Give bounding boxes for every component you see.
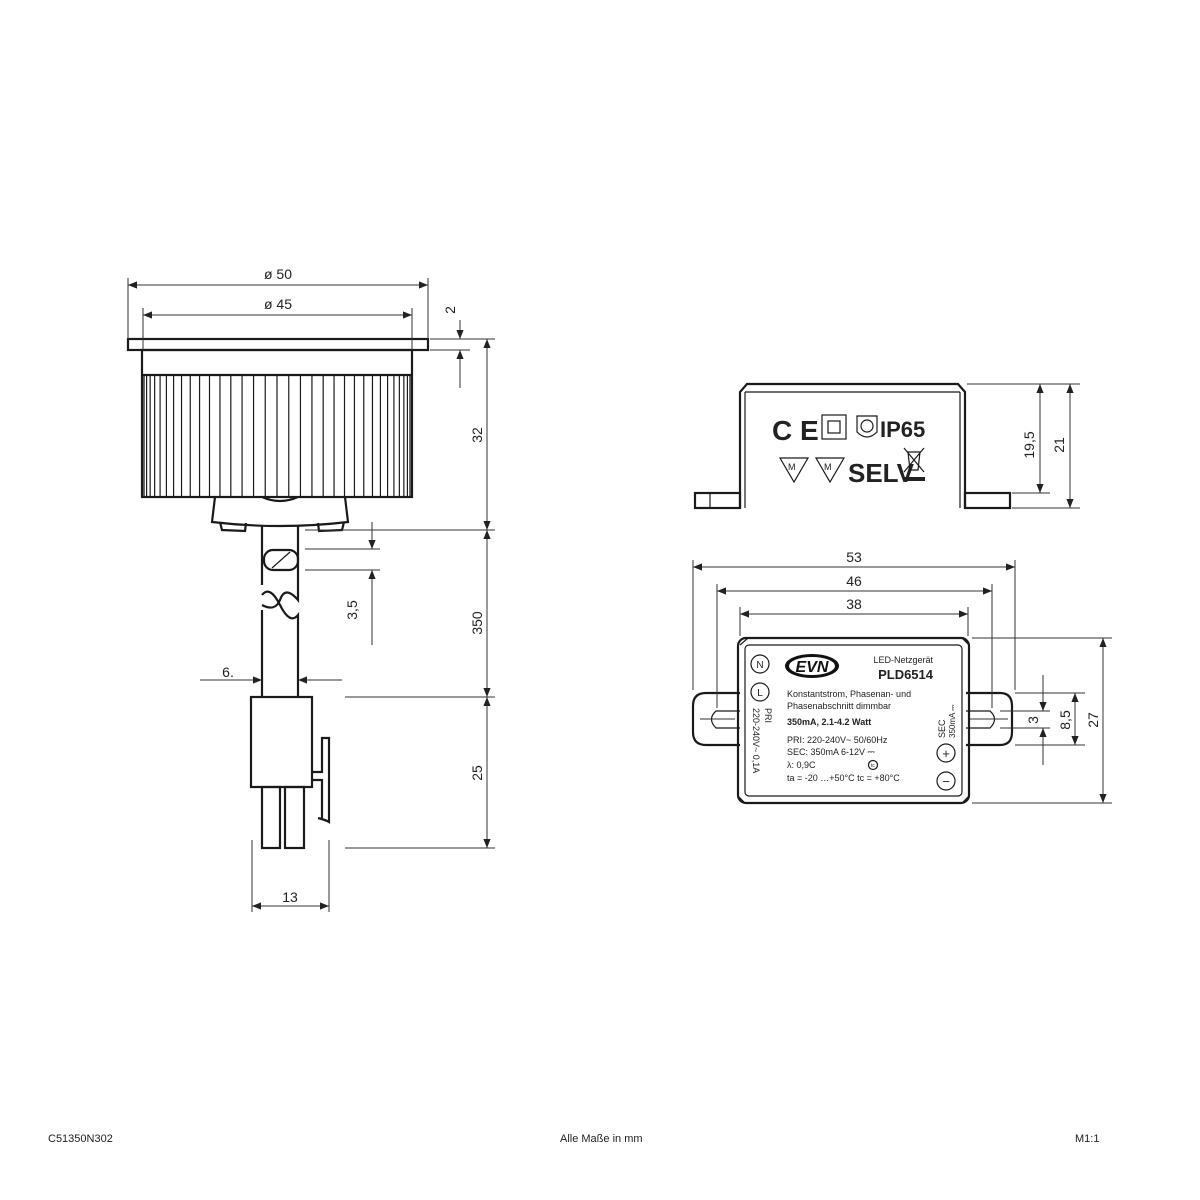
tc-mark: tc: [871, 763, 875, 769]
driver-top-view: N L + − EVN LED-Netzgerät PLD6514 Konsta…: [691, 636, 1014, 805]
pri-side-rating: 220-240V~ 0,1A: [751, 708, 761, 773]
m-mark: M: [788, 462, 796, 472]
ip-rating: IP65: [880, 417, 925, 442]
evn-logo: EVN: [785, 654, 839, 678]
dim-connector-width: 13: [282, 889, 298, 905]
selv-mark: SELV: [848, 458, 915, 488]
heatsink-fins: [141, 373, 413, 497]
driver-top-dimensions: 53 46 38 27 8,5 3: [692, 549, 1112, 804]
terminal-l: L: [757, 688, 763, 699]
drawing-code: C51350N302: [48, 1133, 113, 1145]
dim-height: 32: [469, 427, 485, 443]
m-mark: M: [824, 462, 832, 472]
temperatures: ta = -20 …+50°C tc = +80°C: [787, 773, 900, 783]
primary-spec: PRI: 220-240V~ 50/60Hz: [787, 735, 888, 745]
rating: 350mA, 2.1-4.2 Watt: [787, 717, 871, 727]
dim-height-21: 21: [1051, 437, 1067, 453]
dim-dia-outer: ø 50: [264, 266, 292, 282]
driver-side-dimensions: 19,5 21: [967, 383, 1080, 509]
dim-height-3: 3: [1025, 716, 1041, 724]
lamp-dimensions: ø 50 ø 45 2 32 350 25 3,5 6. 13: [127, 266, 495, 912]
model-number: PLD6514: [878, 667, 934, 682]
dim-height-8-5: 8,5: [1057, 710, 1073, 730]
weee-bin-icon: [903, 447, 925, 481]
description-line1: Konstantstrom, Phasenan- und: [787, 689, 911, 699]
dim-clip: 3,5: [344, 600, 360, 620]
dim-cable-dia: 6.: [222, 664, 234, 680]
dim-width-38: 38: [846, 596, 862, 612]
dim-flange: 2: [442, 306, 458, 314]
terminal-minus: −: [942, 774, 950, 789]
ce-mark: C E: [772, 415, 819, 446]
power-factor: λ: 0,9C: [787, 760, 816, 770]
sec-side-label: SEC: [937, 719, 947, 738]
sec-side-rating: 350mA ⎓: [948, 704, 957, 738]
dim-width-53: 53: [846, 549, 862, 565]
description-line2: Phasenabschnitt dimmbar: [787, 701, 891, 711]
svg-text:EVN: EVN: [796, 659, 829, 676]
units-note: Alle Maße in mm: [560, 1133, 643, 1145]
driver-side-view: C E IP65 M M SELV: [693, 382, 1012, 510]
dim-height-19-5: 19,5: [1021, 431, 1037, 458]
dim-cable-length: 350: [469, 611, 485, 635]
dim-width-46: 46: [846, 573, 862, 589]
dim-dia-inner: ø 45: [264, 296, 292, 312]
pri-side-label: PRI: [763, 708, 773, 723]
scale: M1:1: [1075, 1133, 1100, 1145]
dim-connector-length: 25: [469, 765, 485, 781]
dim-height-27: 27: [1085, 712, 1101, 728]
lamp-side-view: [126, 337, 430, 850]
terminal-n: N: [756, 660, 763, 671]
terminal-plus: +: [942, 746, 950, 761]
device-type: LED-Netzgerät: [873, 655, 933, 665]
secondary-spec: SEC: 350mA 6-12V ⎓: [787, 747, 875, 757]
